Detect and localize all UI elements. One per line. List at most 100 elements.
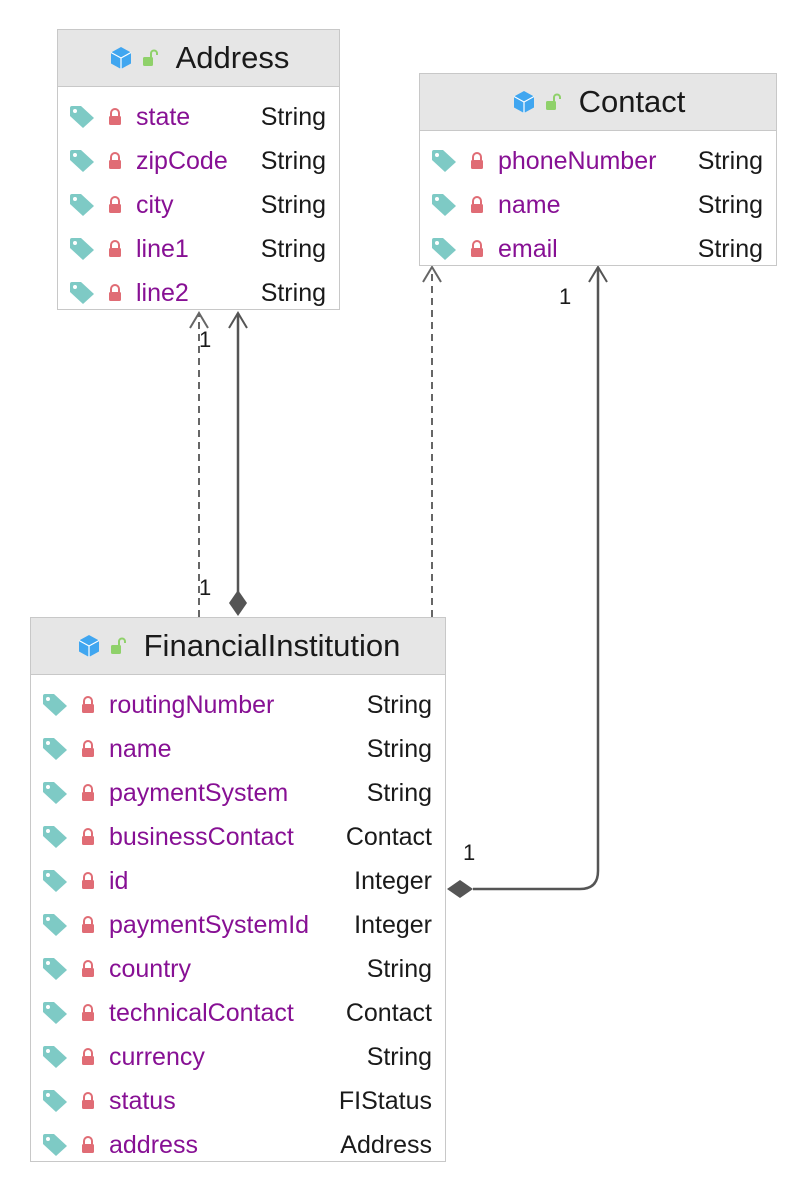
field-icons xyxy=(41,737,109,761)
field-row[interactable]: line2 String xyxy=(58,271,339,315)
field-tag-icon xyxy=(70,150,94,172)
field-row[interactable]: state String xyxy=(58,95,339,139)
field-name: name xyxy=(109,734,172,763)
field-name: routingNumber xyxy=(109,690,275,719)
field-icons xyxy=(41,693,109,717)
field-tag-icon xyxy=(43,914,67,936)
class-icon xyxy=(110,47,131,69)
lock-icon xyxy=(82,828,94,845)
lock-icon xyxy=(82,1092,94,1109)
field-name: line2 xyxy=(136,278,189,307)
field-row[interactable]: line1 String xyxy=(58,227,339,271)
field-tag-icon xyxy=(70,282,94,304)
field-tag-icon xyxy=(70,106,94,128)
lock-icon xyxy=(82,1048,94,1065)
field-row[interactable]: country String xyxy=(31,947,445,991)
field-name: address xyxy=(109,1130,198,1159)
field-name: zipCode xyxy=(136,146,228,175)
field-type: Integer xyxy=(354,910,432,939)
lock-icon xyxy=(82,872,94,889)
class-title: Address xyxy=(175,40,290,75)
field-type: String xyxy=(366,690,432,719)
composition-line-contact xyxy=(473,267,600,891)
field-icons xyxy=(68,237,136,261)
field-name: paymentSystemId xyxy=(109,910,310,939)
field-name: currency xyxy=(109,1042,205,1071)
composition-arrow-contact xyxy=(588,265,608,283)
field-type: String xyxy=(366,954,432,983)
field-type: String xyxy=(697,190,763,219)
unlock-icon xyxy=(110,637,126,654)
class-icon xyxy=(78,635,99,657)
field-type: String xyxy=(260,278,326,307)
field-type: Address xyxy=(340,1130,432,1159)
field-name: name xyxy=(498,190,561,219)
multiplicity-address-top: 1 xyxy=(199,327,212,352)
field-name: state xyxy=(136,102,191,131)
lock-icon xyxy=(109,152,121,169)
multiplicity-contact-top: 1 xyxy=(559,284,572,309)
composition-arrow-address xyxy=(228,311,248,329)
field-type: String xyxy=(260,102,326,131)
field-type: String xyxy=(260,234,326,263)
field-row[interactable]: routingNumber String xyxy=(31,683,445,727)
field-tag-icon xyxy=(43,1090,67,1112)
field-row[interactable]: address Address xyxy=(31,1123,445,1167)
unlock-icon xyxy=(545,93,561,110)
class-header: Address xyxy=(58,30,339,87)
field-name: id xyxy=(109,866,129,895)
field-tag-icon xyxy=(43,1046,67,1068)
field-tag-icon xyxy=(43,738,67,760)
field-row[interactable]: name String xyxy=(420,183,776,227)
field-row[interactable]: paymentSystemId Integer xyxy=(31,903,445,947)
field-type: Integer xyxy=(354,866,432,895)
lock-icon xyxy=(109,196,121,213)
field-type: FIStatus xyxy=(338,1086,432,1115)
lock-icon xyxy=(82,960,94,977)
field-icons xyxy=(68,105,136,129)
field-row[interactable]: id Integer xyxy=(31,859,445,903)
field-icons xyxy=(41,1089,109,1113)
field-icons xyxy=(41,869,109,893)
field-name: country xyxy=(109,954,191,983)
lock-icon xyxy=(82,1004,94,1021)
field-tag-icon xyxy=(432,150,456,172)
lock-icon xyxy=(82,740,94,757)
field-icons xyxy=(430,237,498,261)
field-name: line1 xyxy=(136,234,189,263)
field-icons xyxy=(68,149,136,173)
field-type: Contact xyxy=(345,998,432,1027)
field-tag-icon xyxy=(43,782,67,804)
field-icons xyxy=(430,193,498,217)
lock-icon xyxy=(109,240,121,257)
lock-icon xyxy=(82,784,94,801)
lock-icon xyxy=(471,240,483,257)
field-type: String xyxy=(366,778,432,807)
dependency-arrow-contact xyxy=(422,265,442,283)
field-tag-icon xyxy=(43,1134,67,1156)
field-icons xyxy=(41,781,109,805)
lock-icon xyxy=(82,1136,94,1153)
field-tag-icon xyxy=(43,1002,67,1024)
field-icons xyxy=(430,149,498,173)
field-type: String xyxy=(260,190,326,219)
composition-diamond-address xyxy=(229,590,247,616)
class-header: Contact xyxy=(420,74,776,131)
multiplicity-address-bottom: 1 xyxy=(199,575,212,600)
field-tag-icon xyxy=(70,194,94,216)
